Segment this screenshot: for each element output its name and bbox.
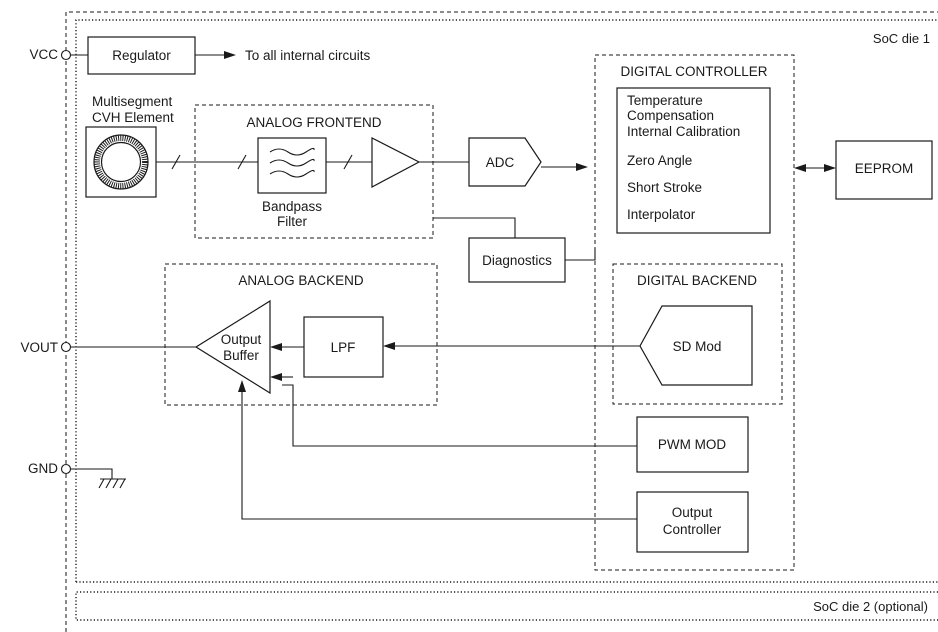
eeprom-label: EEPROM: [855, 161, 914, 176]
filter-wave-icon: [269, 147, 315, 178]
soc-die1-label: SoC die 1: [873, 31, 930, 46]
sd-mod-label: SD Mod: [673, 339, 722, 354]
regulator-note: To all internal circuits: [245, 48, 371, 63]
vcc-pin-terminal: [60, 49, 72, 61]
vout-pin-terminal: [60, 341, 72, 353]
sensor-label-line1: Multisegment: [92, 94, 173, 109]
analog-frontend-group: [194, 104, 434, 239]
controller-item-short-stroke: Short Stroke: [627, 180, 702, 195]
output-buffer-label-line2: Buffer: [223, 348, 259, 363]
cvh-element: [85, 126, 157, 198]
soc-die2-outline: [75, 591, 938, 621]
soc-die1-outline: [75, 19, 938, 582]
lpf-block: [303, 316, 384, 378]
analog-frontend-title: ANALOG FRONTEND: [246, 115, 381, 130]
controller-item-temperature: Temperature: [627, 93, 703, 108]
regulator-block: [87, 36, 196, 75]
eeprom-block: [835, 140, 933, 200]
gnd-pin-terminal: [60, 463, 72, 475]
pwm-mod-block: [636, 416, 749, 473]
gnd-pin: GND: [28, 461, 126, 489]
pwm-mod-label: PWM MOD: [658, 437, 726, 452]
digital-controller-title: DIGITAL CONTROLLER: [620, 64, 767, 79]
sd-mod-block: [639, 305, 753, 386]
gnd-pin-label: GND: [28, 461, 58, 476]
controller-item-compensation: Compensation: [627, 108, 714, 123]
sensor-label-line2: CVH Element: [92, 110, 174, 125]
filter-label-line1: Bandpass: [262, 199, 322, 214]
vcc-pin: VCC: [29, 47, 88, 62]
output-controller-block: [636, 491, 749, 553]
vout-pin-label: VOUT: [20, 340, 58, 355]
vcc-pin-label: VCC: [29, 47, 58, 62]
adc-block: [468, 137, 542, 187]
soc-die2-label: SoC die 2 (optional): [813, 599, 928, 614]
filter-label-line2: Filter: [277, 214, 308, 229]
digital-backend-group: [612, 263, 783, 405]
output-buffer-label-line1: Output: [221, 332, 262, 347]
vout-pin: VOUT: [20, 340, 196, 355]
diagnostics-block: [468, 237, 566, 283]
controller-item-interpolator: Interpolator: [627, 207, 696, 222]
controller-item-internal-calibration: Internal Calibration: [627, 124, 740, 139]
digital-backend-title: DIGITAL BACKEND: [637, 273, 757, 288]
analog-backend-group: [164, 263, 438, 406]
analog-backend-title: ANALOG BACKEND: [238, 273, 364, 288]
package-outline: [65, 11, 938, 632]
output-controller-label-line1: Output: [672, 505, 713, 520]
lpf-label: LPF: [331, 340, 356, 355]
controller-item-zero-angle: Zero Angle: [627, 153, 692, 168]
amplifier-triangle: [371, 137, 421, 188]
regulator-label: Regulator: [112, 48, 171, 63]
adc-label: ADC: [486, 155, 515, 170]
output-controller-label-line2: Controller: [663, 522, 722, 537]
bandpass-filter-block: [257, 137, 327, 194]
output-buffer-block: [194, 299, 271, 395]
ground-symbol: [98, 478, 126, 489]
diagnostics-label: Diagnostics: [482, 253, 552, 268]
digital-controller-group: [594, 54, 795, 571]
controller-functions-box: [616, 87, 771, 234]
